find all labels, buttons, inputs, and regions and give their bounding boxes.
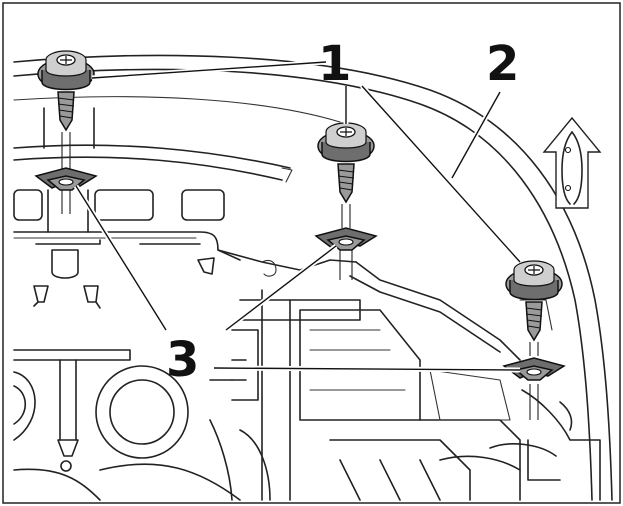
callout-1: 1 <box>318 36 351 92</box>
clip-nut-middle <box>314 227 378 251</box>
screw-left <box>37 50 95 132</box>
callout-2: 2 <box>486 36 519 92</box>
callout-3: 3 <box>166 332 199 388</box>
screw-middle <box>317 122 375 204</box>
alignment-axes <box>61 132 539 420</box>
clip-nut-left <box>34 167 98 191</box>
leader-lines <box>73 59 522 373</box>
clip-nut-right <box>502 357 566 381</box>
vehicle-forward-arrow-icon <box>542 116 602 209</box>
screw-right <box>505 260 563 342</box>
